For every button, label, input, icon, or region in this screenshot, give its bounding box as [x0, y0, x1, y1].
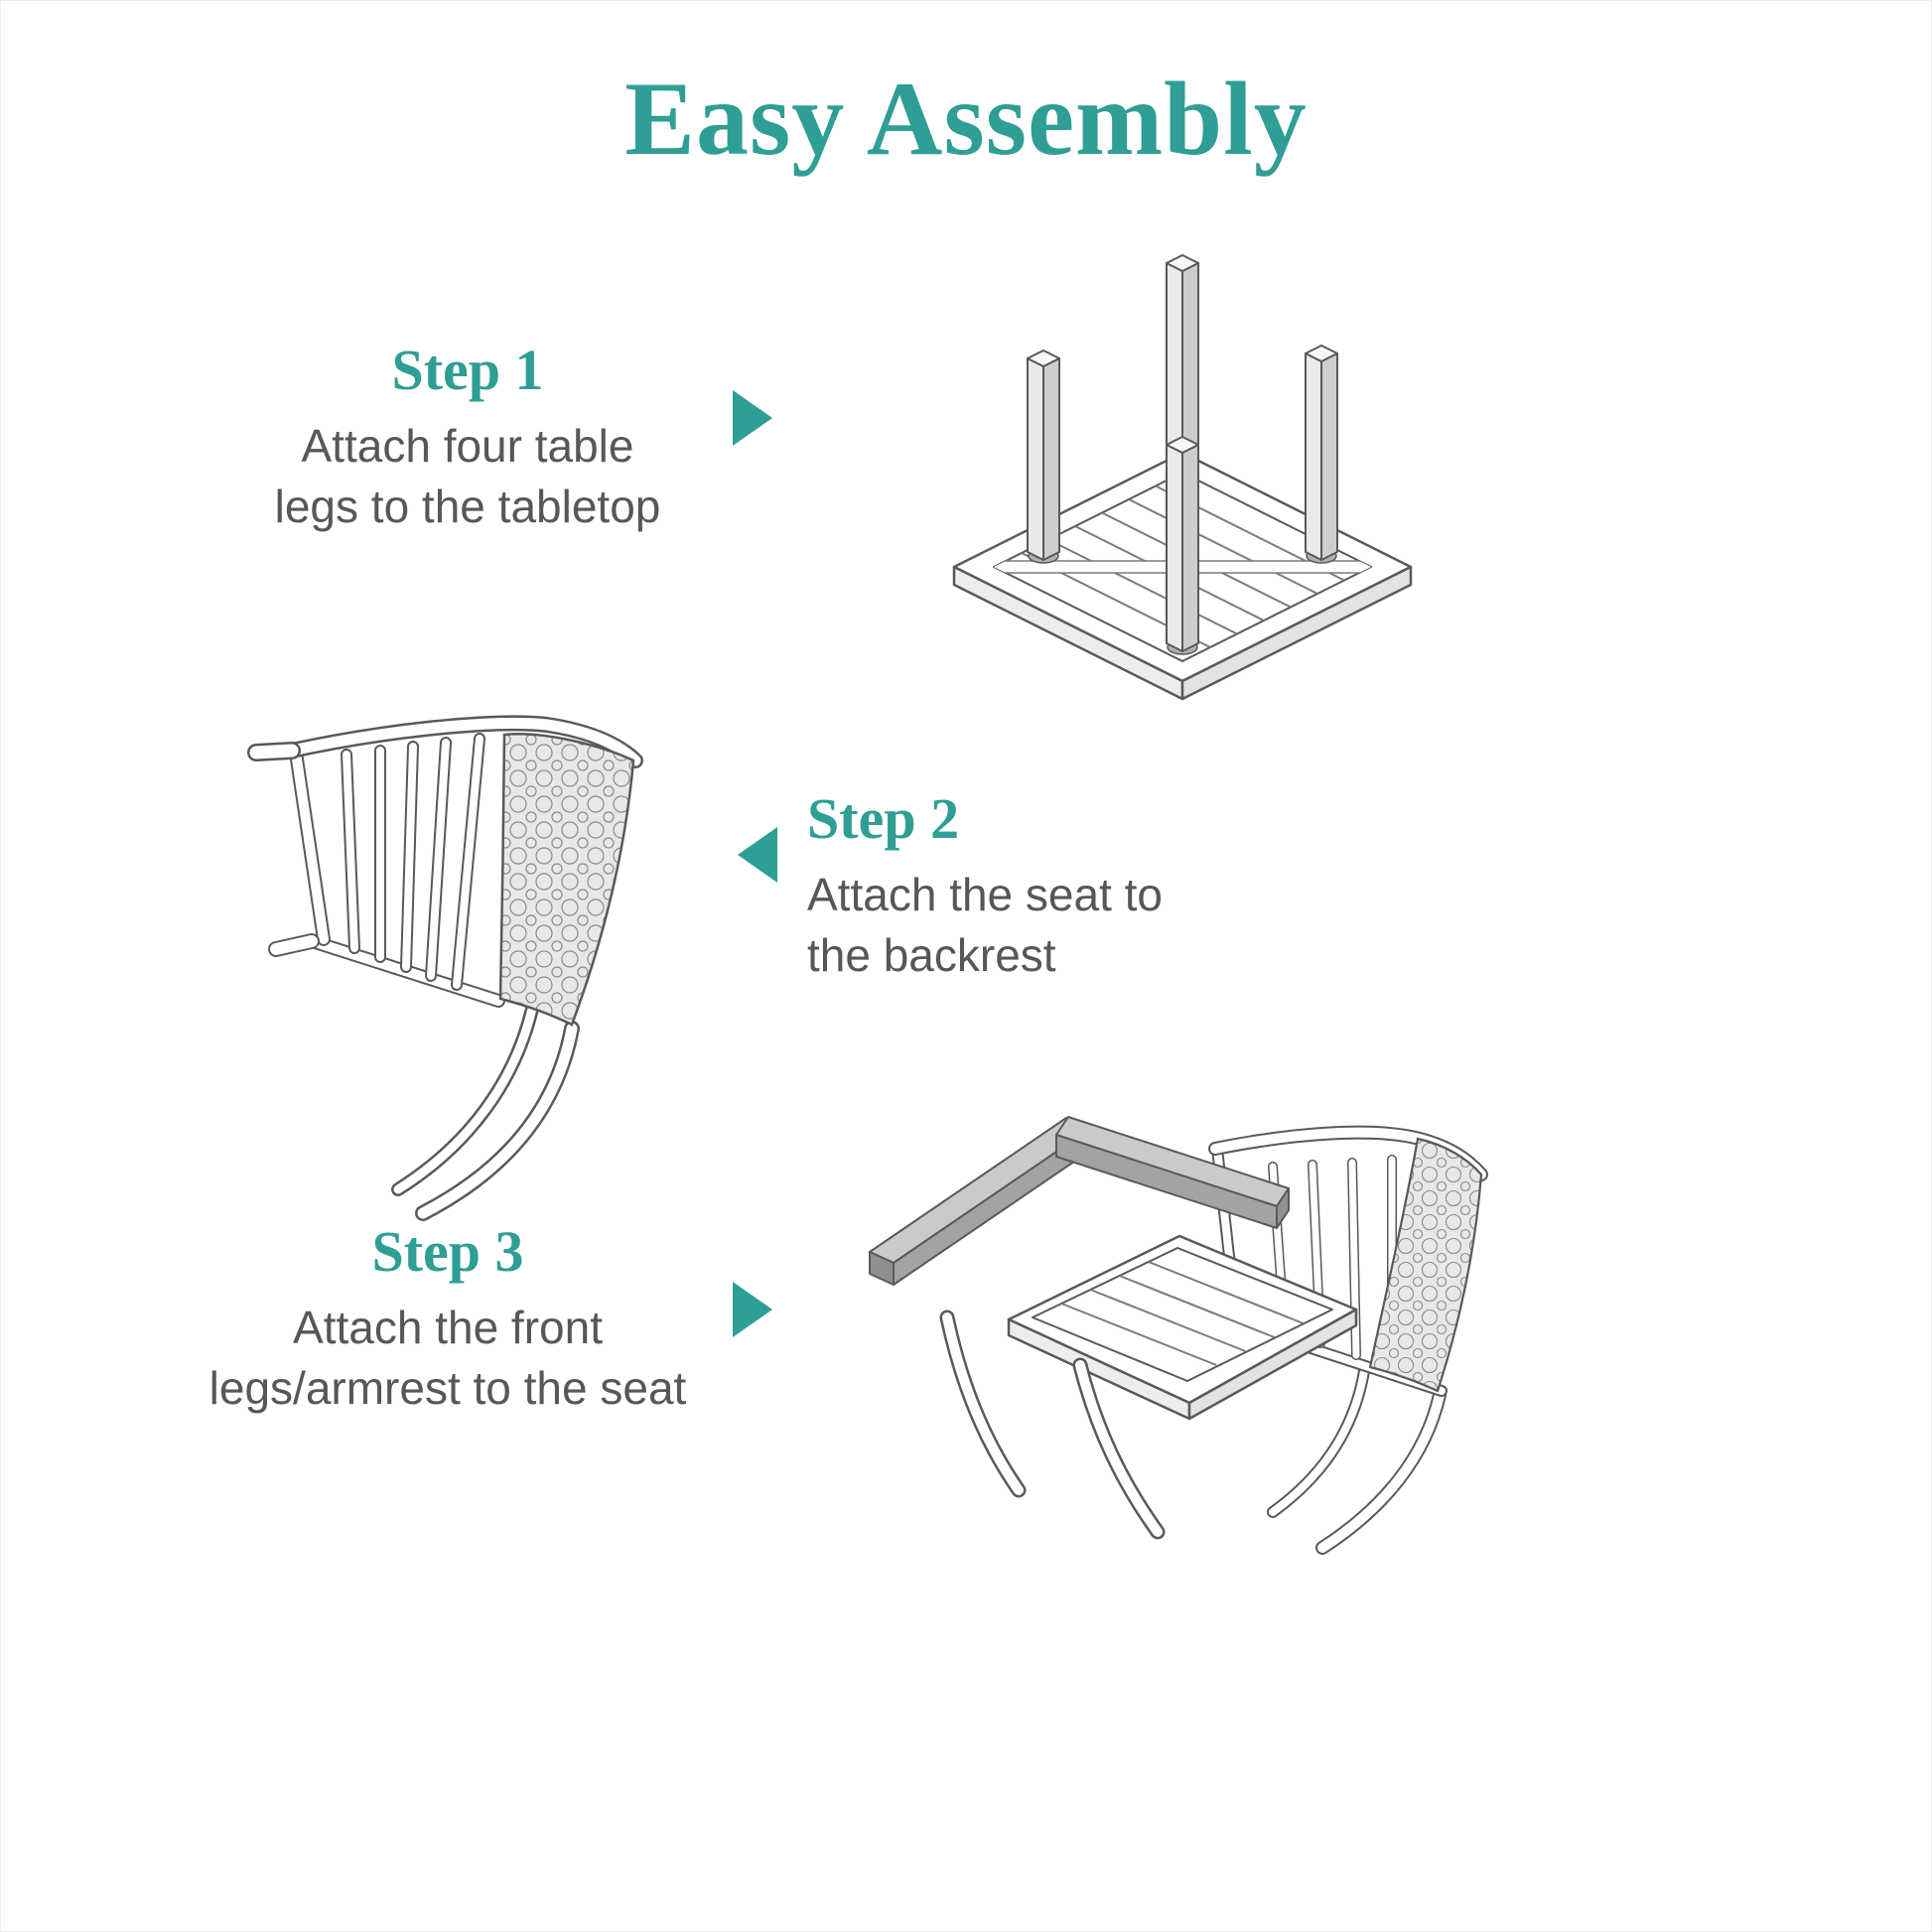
step-3-arrow-right-icon: [733, 1282, 772, 1337]
chair-assembly-drawing: [869, 1116, 1488, 1555]
step-1-section: Step 1 Attach four table legs to the tab…: [229, 339, 706, 538]
chair-backrest-illustration: [234, 701, 711, 1237]
chair-backrest-drawing: [247, 715, 643, 1221]
page-title: Easy Assembly: [624, 61, 1308, 177]
table-legs: [1027, 254, 1338, 655]
step-3-description: Attach the front legs/armrest to the sea…: [208, 1301, 687, 1415]
step-2-description: Attach the seat to the backrest: [807, 868, 1164, 982]
step-2-section: Step 2 Attach the seat to the backrest: [807, 787, 1323, 987]
front-legs: [939, 1310, 1166, 1540]
step-3-section: Step 3 Attach the front legs/armrest to …: [180, 1220, 716, 1420]
table-assembly-illustration: [885, 224, 1480, 741]
step-3-label: Step 3: [371, 1219, 524, 1284]
seat: [1007, 1234, 1358, 1421]
backrest-slats: [341, 733, 485, 991]
armrest-bars: [869, 1116, 1290, 1286]
step-1-label: Step 1: [391, 338, 544, 402]
lattice-panel: [1368, 1137, 1483, 1393]
step-1-arrow-right-icon: [733, 390, 772, 446]
seat-slats: [1060, 1261, 1305, 1366]
step-1-description: Attach four table legs to the tabletop: [274, 419, 661, 533]
upside-down-table-drawing: [952, 254, 1413, 701]
step-2-label: Step 2: [807, 786, 960, 851]
step-2-arrow-left-icon: [738, 827, 777, 883]
backrest-lattice-panel: [498, 733, 635, 1027]
chair-assembly-illustration: [820, 1024, 1495, 1599]
backrest-frame: [247, 715, 643, 1221]
